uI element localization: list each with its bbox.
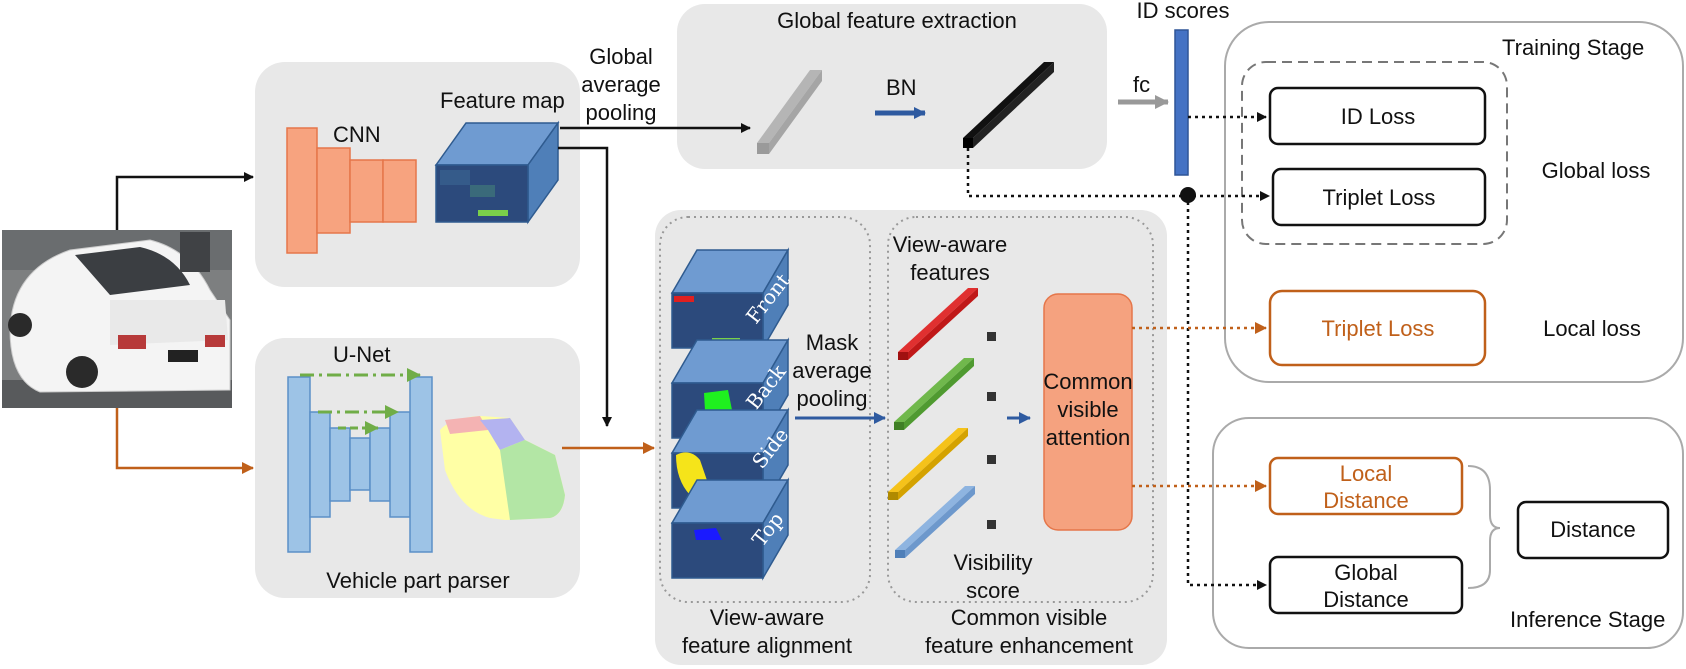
feature-bar-green (894, 358, 974, 430)
distance-box (1516, 500, 1670, 560)
enhancement-caption-line2: feature enhancement (925, 633, 1133, 658)
visibility-score-icons (987, 332, 996, 529)
training-stage-title: Training Stage (1502, 35, 1644, 60)
local-distance-box (1268, 456, 1464, 516)
global-feature-bar-grey (757, 70, 822, 154)
common-visible-attention-box (1043, 293, 1133, 531)
attention-line2: visible (1057, 397, 1118, 422)
global-loss-dashed-box (1241, 61, 1508, 245)
visibility-line2: score (966, 578, 1020, 603)
gap-line3: pooling (586, 100, 657, 125)
unet-label: U-Net (333, 342, 390, 367)
cnn-label: CNN (333, 122, 381, 147)
local-distance-line2: Distance (1323, 488, 1409, 513)
part-parse-mask-icon (440, 416, 565, 520)
local-loss-label: Local loss (1543, 316, 1641, 341)
global-loss-label: Global loss (1542, 158, 1651, 183)
car-photo-icon (2, 230, 232, 408)
feature-map-icon (434, 120, 560, 225)
local-distance-line1: Local (1340, 461, 1393, 486)
local-triplet-loss-label: Triplet Loss (1322, 316, 1435, 341)
global-extraction-title: Global feature extraction (777, 8, 1017, 33)
view-cube-top (670, 477, 790, 581)
alignment-caption-line1: View-aware (710, 605, 825, 630)
feature-bar-blue (895, 486, 975, 558)
id-loss-box (1268, 86, 1487, 146)
distance-bracket (1467, 465, 1501, 589)
feature-map-label: Feature map (440, 88, 565, 113)
id-scores-label: ID scores (1137, 0, 1230, 23)
visibility-line1: Visibility (953, 550, 1032, 575)
fc-label: fc (1133, 72, 1150, 97)
view-features-line1: View-aware (893, 232, 1008, 257)
global-feature-to-triplet-arrow (966, 148, 1270, 201)
triplet-loss-label: Triplet Loss (1323, 185, 1436, 210)
enhancement-caption-line1: Common visible (951, 605, 1108, 630)
gap-line1: Global (589, 44, 653, 69)
local-triplet-loss-box (1268, 289, 1487, 367)
feature-bar-yellow (888, 428, 968, 500)
alignment-caption-line2: feature alignment (682, 633, 852, 658)
mask-pooling-line3: pooling (797, 386, 868, 411)
mask-pooling-line1: Mask (806, 330, 860, 355)
global-distance-line1: Global (1334, 560, 1398, 585)
alignment-enhancement-panel (655, 210, 1167, 665)
global-to-global-distance-arrow (1186, 195, 1267, 590)
global-distance-line2: Distance (1323, 587, 1409, 612)
input-to-unet-arrow (115, 408, 254, 474)
mask-pooling-line2: average (792, 358, 872, 383)
global-distance-box (1268, 555, 1464, 615)
id-scores-bar (1174, 29, 1189, 176)
distance-label: Distance (1550, 517, 1636, 542)
id-loss-label: ID Loss (1341, 104, 1416, 129)
input-to-cnn-arrow (115, 172, 254, 230)
inference-stage-title: Inference Stage (1510, 607, 1665, 632)
attention-line3: attention (1046, 425, 1130, 450)
feature-map-down-arrow (558, 146, 612, 427)
feature-bar-red (898, 288, 978, 360)
gap-line2: average (581, 72, 661, 97)
global-feature-bar-black (963, 62, 1054, 148)
attention-line1: Common (1043, 369, 1132, 394)
triplet-loss-box (1271, 167, 1487, 227)
view-features-line2: features (910, 260, 990, 285)
cnn-icon (286, 127, 417, 254)
unet-icon (287, 376, 433, 553)
bn-label: BN (886, 75, 917, 100)
unet-caption: Vehicle part parser (326, 568, 509, 593)
